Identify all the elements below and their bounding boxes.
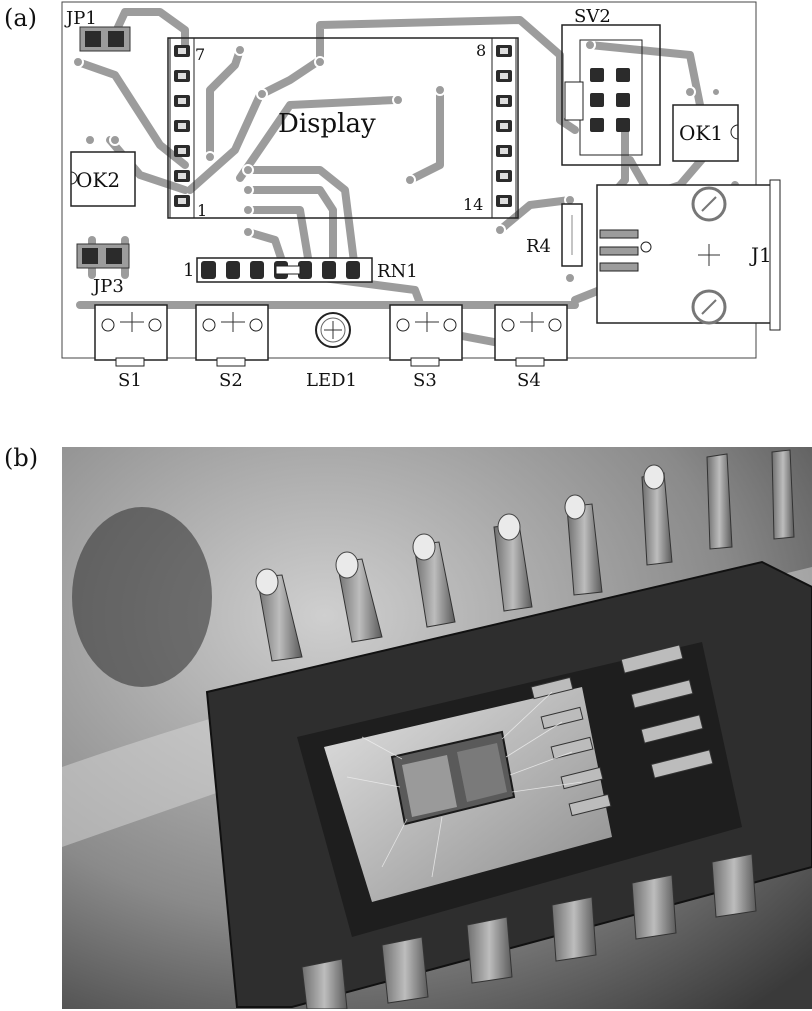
jp1-label: JP1 <box>64 8 97 29</box>
switch-s3: S3 <box>389 304 463 391</box>
panel-b-label: (b) <box>4 444 39 472</box>
rn1-pin-1-label: 1 <box>183 260 194 281</box>
switch-s1: S1 <box>94 304 168 391</box>
rn1-resistor-network: 1 RN1 <box>183 257 418 283</box>
bond-wires <box>346 691 583 878</box>
ok2-optocoupler: OK2 <box>70 151 136 207</box>
ok2-label: OK2 <box>76 168 120 192</box>
vias <box>72 39 721 284</box>
r4-label: R4 <box>526 236 551 257</box>
lead-fingers <box>530 644 714 817</box>
solder-blobs <box>255 464 665 596</box>
s1-label: S1 <box>118 370 142 391</box>
display-pin-7-label: 7 <box>195 45 205 64</box>
led1-label: LED1 <box>306 370 357 391</box>
display-pin-1-label: 1 <box>197 201 207 220</box>
display-left-header <box>169 37 195 219</box>
rn1-label: RN1 <box>377 261 418 282</box>
jp1-jumper: JP1 <box>64 8 131 52</box>
j1-jack: J1 <box>596 179 781 331</box>
ok1-optocoupler: OK1 <box>672 104 739 162</box>
ok1-label: OK1 <box>679 121 723 145</box>
display-label: Display <box>278 109 376 139</box>
r4-resistor: R4 <box>526 203 583 267</box>
display-right-header <box>491 37 517 219</box>
s4-label: S4 <box>517 370 541 391</box>
j1-label: J1 <box>749 243 772 267</box>
bottom-pins <box>301 853 757 1009</box>
display-pin-14-label: 14 <box>463 195 483 214</box>
s3-label: S3 <box>413 370 437 391</box>
jp3-jumper: JP3 <box>76 243 130 297</box>
ic-package-photo <box>62 447 812 1009</box>
switch-s2: S2 <box>195 304 269 391</box>
panel-a-label: (a) <box>4 4 38 32</box>
led1: LED1 <box>306 312 357 391</box>
display-pin-8-label: 8 <box>476 41 486 60</box>
switch-s4: S4 <box>494 304 568 391</box>
s2-label: S2 <box>219 370 243 391</box>
pcb-layout: Display 7 8 1 14 <box>61 1 781 391</box>
sv2-connector: SV2 <box>561 6 661 166</box>
jp3-label: JP3 <box>91 276 124 297</box>
sv2-label: SV2 <box>574 6 611 27</box>
display-module: Display 7 8 1 14 <box>167 37 519 220</box>
silicon-die <box>390 730 516 826</box>
